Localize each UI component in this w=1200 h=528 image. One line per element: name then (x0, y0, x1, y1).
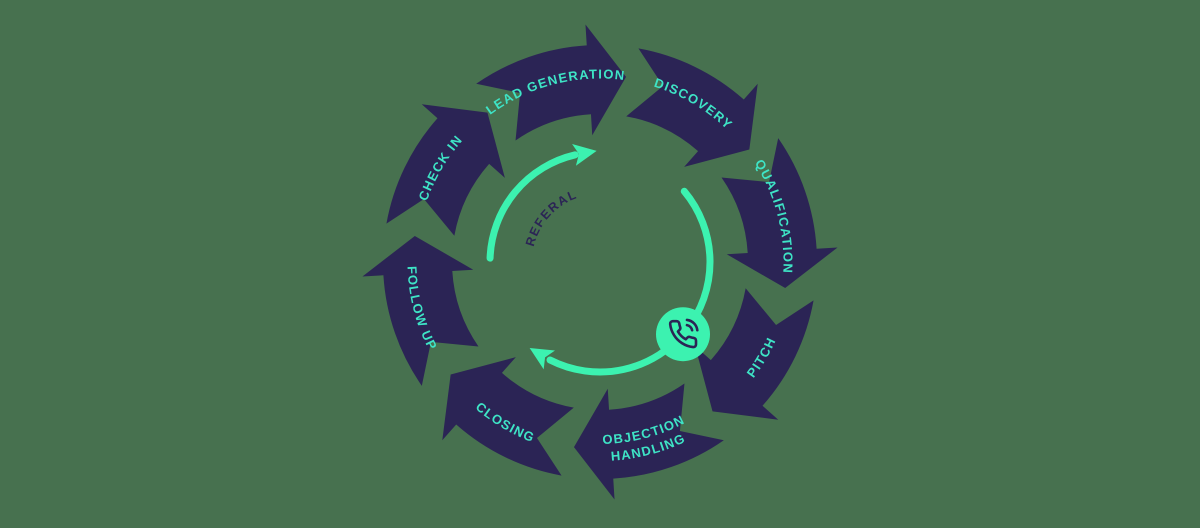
phone-badge (656, 307, 710, 362)
referral-loop-arc-top (486, 151, 579, 262)
stage-segment-pitch (695, 288, 814, 420)
stage-segment-qualification (721, 138, 838, 289)
stage-segment-follow-up (362, 235, 479, 386)
stage-segment-lead-generation (476, 24, 627, 141)
referral-loop-arrowhead-bottom (529, 348, 556, 370)
stage-segment-discovery (626, 48, 758, 167)
stage-segment-check-in (386, 104, 505, 236)
phone-call-icon (668, 318, 699, 349)
referral-loop-arrowhead-top (572, 144, 597, 166)
referral-label: REFERAL (523, 187, 579, 248)
stage-segment-objection-handling (573, 383, 724, 500)
stage-segment-closing (442, 357, 574, 476)
